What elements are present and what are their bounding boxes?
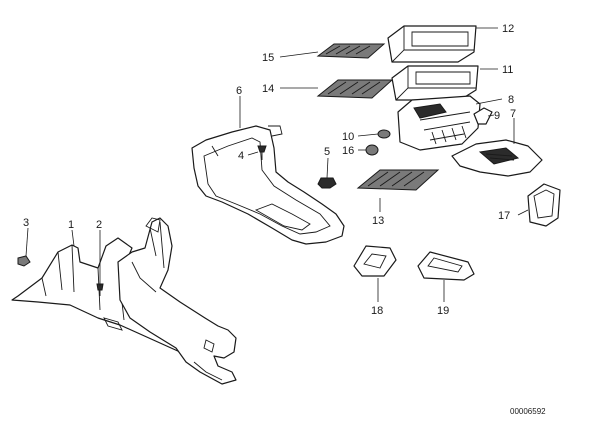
callout-16: 16 <box>342 145 354 157</box>
callout-4: 4 <box>238 150 244 162</box>
part-18-insert <box>353 245 397 277</box>
part-2-screw <box>96 283 104 296</box>
callout-7: 7 <box>510 108 516 120</box>
callout-2: 2 <box>96 219 102 231</box>
part-7-shift-bezel <box>451 139 543 177</box>
callout-5: 5 <box>324 146 330 158</box>
callout-9: 9 <box>494 110 500 122</box>
part-10-knob <box>377 129 391 139</box>
part-3-clip <box>17 255 31 267</box>
part-5-nut <box>317 177 337 189</box>
callout-18: 18 <box>371 305 383 317</box>
callout-15: 15 <box>262 52 274 64</box>
callout-1: 1 <box>68 219 74 231</box>
callout-13: 13 <box>372 215 384 227</box>
callout-14: 14 <box>262 83 274 95</box>
part-12-tray <box>387 25 477 63</box>
part-17-frame <box>527 183 561 227</box>
part-console-rear-trim <box>117 217 237 385</box>
callout-11: 11 <box>502 64 513 76</box>
leader-lines <box>25 27 529 302</box>
part-9-cover <box>473 107 493 125</box>
part-19-tray <box>417 251 475 281</box>
part-16-knob <box>365 144 379 156</box>
part-11-tray <box>391 65 479 101</box>
callout-12: 12 <box>502 23 514 35</box>
part-15-mat <box>316 43 386 59</box>
callout-19: 19 <box>437 305 449 317</box>
part-13-mat <box>356 169 440 191</box>
callout-17: 17 <box>498 210 510 222</box>
callout-3: 3 <box>23 217 29 229</box>
callout-10: 10 <box>342 131 354 143</box>
callout-8: 8 <box>508 94 514 106</box>
part-8-switch-housing <box>397 95 481 151</box>
part-14-mat <box>316 79 394 99</box>
part-6-console-frame <box>191 125 345 245</box>
part-4-screw <box>257 145 267 160</box>
callout-6: 6 <box>236 85 242 97</box>
document-number: 00006592 <box>510 407 546 416</box>
